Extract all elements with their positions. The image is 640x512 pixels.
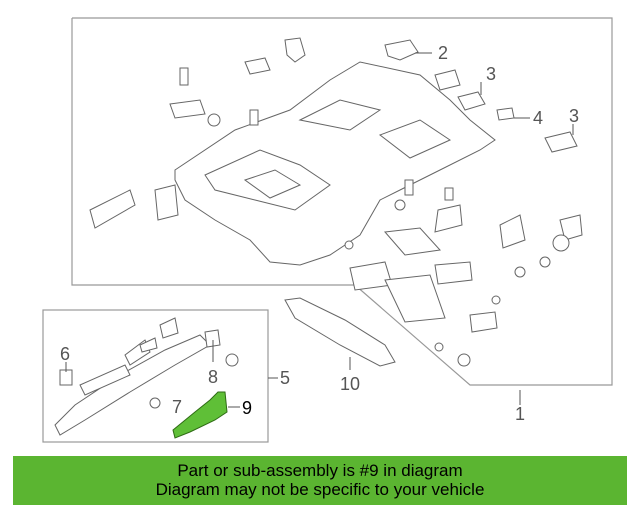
callout-9: 9 (242, 398, 252, 418)
rear-rail-parts (54, 317, 239, 436)
sub-assembly-frame (42, 309, 269, 443)
callout-2: 2 (438, 43, 448, 63)
main-assembly-frame (71, 17, 613, 386)
callout-3a: 3 (486, 64, 496, 84)
highlighted-part-9[interactable] (172, 391, 228, 439)
callout-10: 10 (340, 374, 360, 394)
crossmember-part-10[interactable] (284, 297, 396, 367)
callout-5: 5 (280, 368, 290, 388)
floor-pan-part[interactable] (174, 61, 496, 266)
banner-line-2: Diagram may not be specific to your vehi… (155, 480, 485, 499)
leader-lines (65, 52, 574, 408)
callout-1: 1 (515, 404, 525, 424)
info-banner: Part or sub-assembly is #9 in diagram Di… (13, 456, 627, 505)
callout-8: 8 (208, 367, 218, 387)
banner-line-1: Part or sub-assembly is #9 in diagram (177, 461, 463, 480)
callout-4: 4 (533, 108, 543, 128)
small-brackets (89, 37, 583, 367)
callout-7: 7 (172, 397, 182, 417)
callout-6: 6 (60, 344, 70, 364)
callout-3b: 3 (569, 106, 579, 126)
parts-diagram: 1 2 3 3 4 5 6 7 8 9 10 (42, 17, 613, 443)
